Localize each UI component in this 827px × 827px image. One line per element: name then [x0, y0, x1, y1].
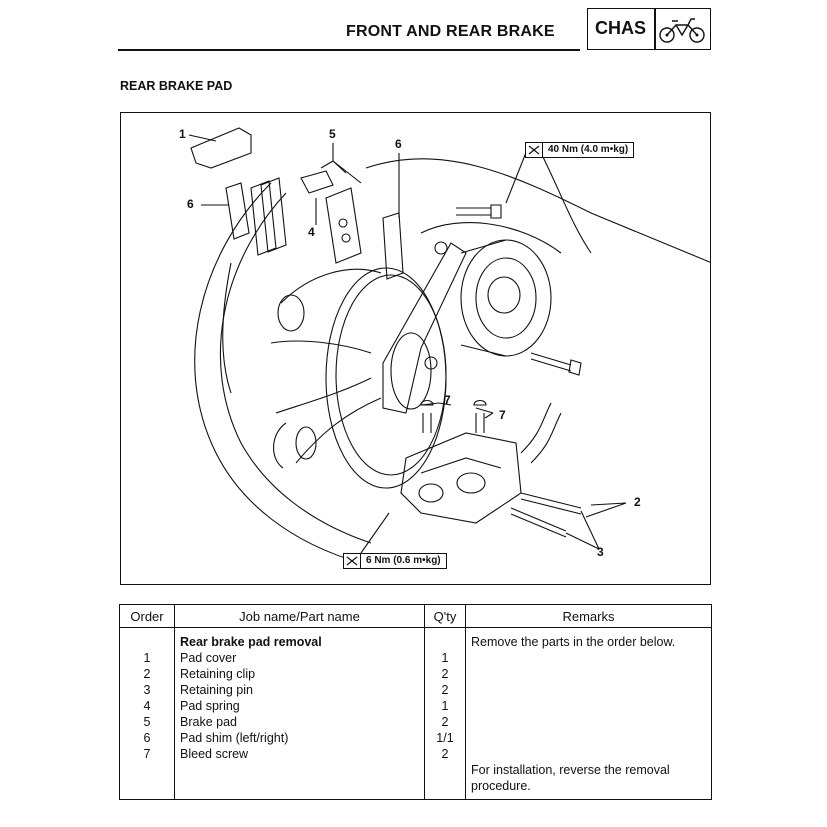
- callout-1: 1: [179, 127, 186, 141]
- qty-cell: 2: [441, 715, 449, 729]
- callout-6-left: 6: [187, 197, 194, 211]
- order-cell: 1: [143, 651, 151, 665]
- brake-exploded-diagram: 1 5 6 6 4 7 7 2 3 40 Nm (4.0 m•kg) 6 Nm …: [120, 112, 711, 585]
- callout-7-left: 7: [444, 393, 451, 407]
- table-header-row: Order Job name/Part name Q'ty Remarks: [119, 604, 712, 628]
- header-job: Job name/Part name: [174, 604, 425, 628]
- order-column: 1 2 3 4 5 6 7: [119, 627, 175, 800]
- torque-wrench-icon: [526, 143, 543, 157]
- part-cell: Retaining clip: [180, 667, 256, 681]
- remark-footer-line-1: For installation, reverse the removal: [471, 763, 670, 777]
- header-rule: [118, 49, 580, 51]
- motorcycle-icon: [659, 18, 705, 43]
- callout-4: 4: [308, 225, 315, 239]
- part-cell: Brake pad: [180, 715, 237, 729]
- torque-wrench-icon: [344, 554, 361, 568]
- part-cell: Pad spring: [180, 699, 240, 713]
- part-cell: Pad cover: [180, 651, 237, 665]
- qty-cell: 2: [441, 747, 449, 761]
- section-badge: CHAS: [587, 8, 711, 50]
- callout-5: 5: [329, 127, 336, 141]
- remark-intro: Remove the parts in the order below.: [471, 635, 676, 649]
- callout-3: 3: [597, 545, 604, 559]
- remarks-column: Remove the parts in the order below. For…: [465, 627, 712, 800]
- order-cell: 2: [143, 667, 151, 681]
- order-cell: 7: [143, 747, 151, 761]
- torque-spec-bottom: 6 Nm (0.6 m•kg): [343, 553, 447, 569]
- remark-footer-line-2: procedure.: [471, 779, 531, 793]
- qty-cell: 2: [441, 683, 449, 697]
- callout-7-right: 7: [499, 408, 506, 422]
- badge-divider: [654, 9, 656, 49]
- part-cell: Retaining pin: [180, 683, 253, 697]
- order-cell: 6: [143, 731, 151, 745]
- section-code: CHAS: [595, 18, 647, 38]
- order-cell: 5: [143, 715, 151, 729]
- order-cell: 3: [143, 683, 151, 697]
- header-remarks: Remarks: [465, 604, 712, 628]
- header-qty: Q'ty: [424, 604, 466, 628]
- qty-cell: 1: [441, 651, 449, 665]
- job-title: Rear brake pad removal: [180, 635, 322, 649]
- section-title: REAR BRAKE PAD: [120, 79, 233, 93]
- parts-table: Order Job name/Part name Q'ty Remarks 1 …: [119, 604, 712, 800]
- qty-cell: 2: [441, 667, 449, 681]
- order-cell: 4: [143, 699, 151, 713]
- part-cell: Bleed screw: [180, 747, 249, 761]
- torque-value-top: 40 Nm (4.0 m•kg): [548, 144, 629, 155]
- page-header-title: FRONT AND REAR BRAKE: [346, 23, 555, 40]
- part-cell: Pad shim (left/right): [180, 731, 289, 745]
- callout-6-right: 6: [395, 137, 402, 151]
- callout-2: 2: [634, 495, 641, 509]
- qty-cell: 1/1: [436, 731, 454, 745]
- torque-value-bottom: 6 Nm (0.6 m•kg): [366, 555, 441, 566]
- job-column: Rear brake pad removal Pad cover Retaini…: [174, 627, 425, 800]
- diagram-drawing: [188, 127, 710, 564]
- table-body-row: 1 2 3 4 5 6 7 Rear brake pad removal Pad…: [119, 627, 712, 800]
- qty-cell: 1: [441, 699, 449, 713]
- qty-column: 1 2 2 1 2 1/1 2: [424, 627, 466, 800]
- header-order: Order: [119, 604, 175, 628]
- torque-spec-top: 40 Nm (4.0 m•kg): [525, 142, 635, 158]
